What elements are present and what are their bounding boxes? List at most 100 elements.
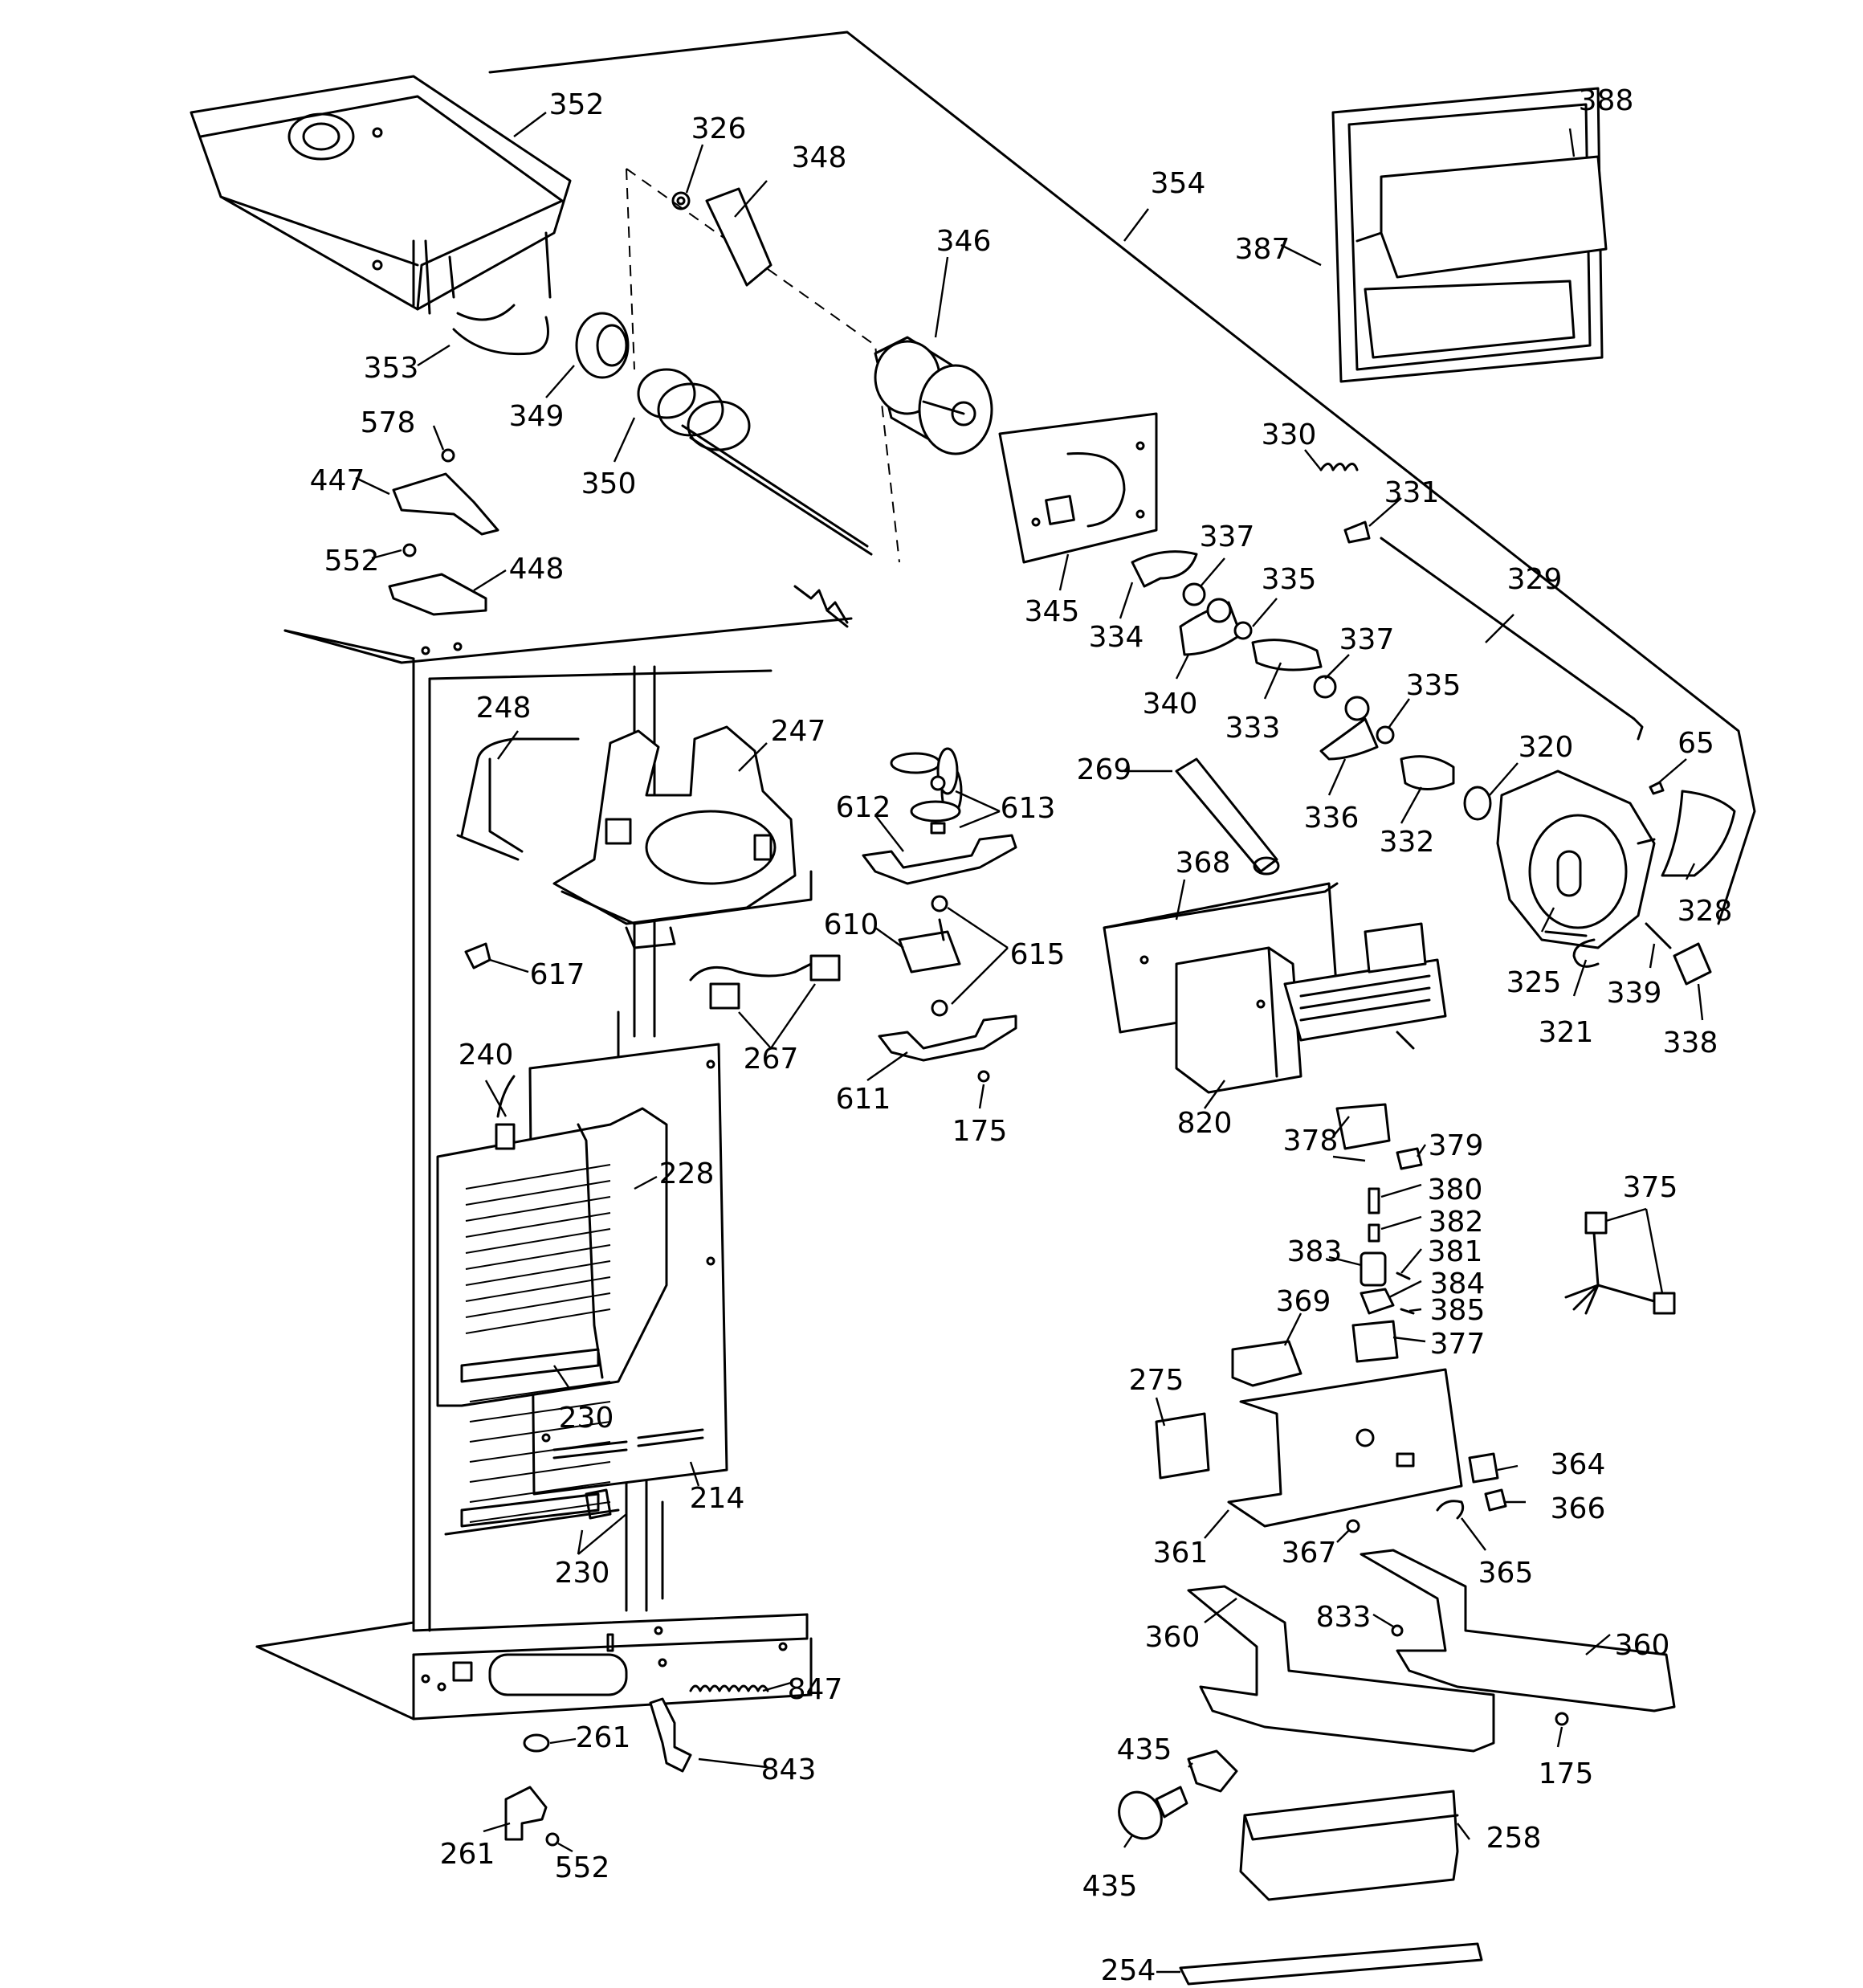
callout-330-15: 330 xyxy=(1262,418,1317,451)
trim xyxy=(1179,1942,1483,1986)
gear-337-b xyxy=(1313,675,1337,699)
callout-354-4: 354 xyxy=(1151,167,1206,200)
spacer-335-b xyxy=(1376,725,1395,745)
housing xyxy=(1496,769,1656,949)
callout-340-20: 340 xyxy=(1143,688,1198,720)
rail-360-right xyxy=(1360,1549,1676,1712)
bushing xyxy=(1463,786,1492,821)
callout-552-12: 552 xyxy=(324,545,380,578)
callout-578-10: 578 xyxy=(361,406,416,439)
callout-435-78: 435 xyxy=(1117,1733,1172,1766)
ring-b xyxy=(1344,696,1370,721)
spring-382 xyxy=(1368,1223,1380,1243)
callout-364-65: 364 xyxy=(1551,1448,1606,1481)
callout-175-72: 175 xyxy=(1539,1757,1594,1790)
bushing-261 xyxy=(523,1733,550,1753)
harness-375 xyxy=(1564,1211,1676,1315)
callout-321-31: 321 xyxy=(1539,1016,1594,1049)
callout-258-80: 258 xyxy=(1486,1822,1542,1855)
screw-367 xyxy=(1346,1519,1360,1533)
screw-65 xyxy=(1649,781,1665,795)
ice-bucket xyxy=(190,75,572,321)
coupling xyxy=(575,312,630,379)
callout-384-58: 384 xyxy=(1430,1268,1486,1300)
callout-448-13: 448 xyxy=(509,553,565,586)
callout-360-71: 360 xyxy=(1615,1629,1670,1662)
blade xyxy=(705,187,773,287)
icemaker xyxy=(1103,882,1447,1094)
callout-339-32: 339 xyxy=(1607,977,1662,1010)
callout-361-64: 361 xyxy=(1153,1537,1209,1570)
callout-175-43: 175 xyxy=(952,1115,1008,1148)
callout-337-17: 337 xyxy=(1200,520,1255,553)
screw-552-bottom xyxy=(545,1832,560,1847)
callout-368-45: 368 xyxy=(1176,847,1231,880)
gear-337-a xyxy=(1182,582,1206,606)
callout-350-9: 350 xyxy=(581,467,637,500)
fan-motor xyxy=(898,930,961,974)
callout-380-54: 380 xyxy=(1428,1174,1483,1206)
callout-615-39: 615 xyxy=(1010,938,1066,971)
plate-447 xyxy=(392,472,499,536)
callout-254-81: 254 xyxy=(1101,1954,1156,1987)
line-art xyxy=(190,31,1756,1986)
callout-332-26: 332 xyxy=(1380,826,1435,859)
clip xyxy=(1343,520,1371,544)
callout-336-25: 336 xyxy=(1304,802,1360,835)
retaining-ring xyxy=(1572,938,1600,968)
clip-365 xyxy=(1436,1500,1465,1520)
callout-331-16: 331 xyxy=(1384,476,1440,509)
callout-230-49: 230 xyxy=(559,1402,614,1435)
callout-365-68: 365 xyxy=(1478,1557,1534,1590)
callout-617-40: 617 xyxy=(530,958,585,991)
callout-269-44: 269 xyxy=(1077,753,1132,786)
motor-369 xyxy=(1231,1340,1302,1387)
callout-613-37: 613 xyxy=(1001,792,1056,825)
rail-360-left xyxy=(1187,1585,1495,1753)
auger xyxy=(637,368,873,556)
cabinet-outline xyxy=(488,31,1756,925)
callout-65-28: 65 xyxy=(1678,727,1714,760)
pin xyxy=(1645,922,1672,949)
bracket-361 xyxy=(1227,1368,1463,1528)
callout-388-5: 388 xyxy=(1579,84,1634,117)
callout-378-52: 378 xyxy=(1283,1125,1339,1157)
light-shield xyxy=(1239,1790,1459,1901)
callout-345-14: 345 xyxy=(1025,595,1080,628)
callout-348-2: 348 xyxy=(792,141,847,174)
callout-820-46: 820 xyxy=(1177,1107,1233,1140)
spring xyxy=(1319,463,1359,471)
cam-333 xyxy=(1251,639,1323,672)
callout-611-42: 611 xyxy=(836,1083,891,1116)
solenoid-cap xyxy=(1396,1147,1423,1170)
callout-387-6: 387 xyxy=(1235,233,1290,266)
screw-175-a xyxy=(977,1070,990,1083)
callout-325-30: 325 xyxy=(1506,966,1562,999)
callout-353-7: 353 xyxy=(364,352,419,385)
rod xyxy=(1380,537,1644,741)
shield xyxy=(1661,790,1736,877)
callout-381-56: 381 xyxy=(1428,1235,1483,1268)
callout-377-60: 377 xyxy=(1430,1328,1486,1361)
callout-214-50: 214 xyxy=(690,1482,745,1515)
grommet-b xyxy=(931,999,948,1017)
callout-383-57: 383 xyxy=(1287,1235,1343,1268)
callout-247-35: 247 xyxy=(771,715,826,748)
solenoid xyxy=(1335,1103,1391,1150)
sleeve-383 xyxy=(1360,1251,1387,1287)
callout-329-22: 329 xyxy=(1507,563,1563,596)
callout-833-69: 833 xyxy=(1316,1601,1372,1634)
dispenser-door xyxy=(1331,87,1608,383)
bracket-611 xyxy=(878,1014,1017,1062)
wire-arm xyxy=(452,316,549,356)
callout-610-38: 610 xyxy=(824,908,879,941)
callout-382-55: 382 xyxy=(1429,1206,1484,1239)
callout-366-66: 366 xyxy=(1551,1492,1606,1525)
callout-352-0: 352 xyxy=(549,88,605,121)
pin-385 xyxy=(1400,1308,1415,1315)
screw-552-top xyxy=(402,543,417,557)
callout-367-67: 367 xyxy=(1282,1537,1337,1570)
callout-337-23: 337 xyxy=(1339,623,1395,656)
callout-261-76: 261 xyxy=(440,1838,495,1871)
washer xyxy=(671,191,691,210)
